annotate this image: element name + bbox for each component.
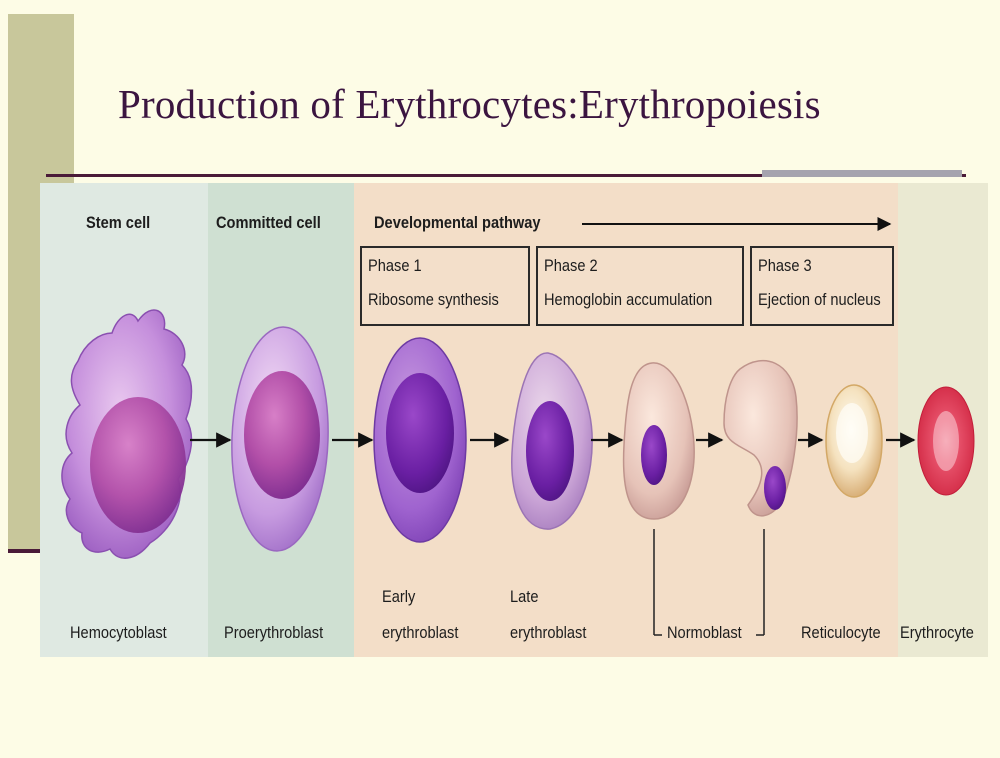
phase-3-box: Phase 3 Ejection of nucleus	[750, 246, 894, 326]
phase-3-name: Phase 3	[758, 256, 812, 276]
phase-1-box: Phase 1 Ribosome synthesis	[360, 246, 530, 326]
phase-1-description: Ribosome synthesis	[368, 290, 499, 310]
reticulocyte-label: Reticulocyte	[801, 623, 881, 643]
erythrocyte-label: Erythrocyte	[900, 623, 974, 643]
normoblast-label: Normoblast	[667, 623, 742, 643]
early-erythroblast-label-line2: erythroblast	[382, 623, 458, 643]
slide-title: Production of Erythrocytes:Erythropoiesi…	[118, 80, 821, 128]
phase-2-box: Phase 2 Hemoglobin accumulation	[536, 246, 744, 326]
phase-2-description: Hemoglobin accumulation	[544, 290, 712, 310]
phase-3-description: Ejection of nucleus	[758, 290, 881, 310]
erythropoiesis-diagram: Stem cell Committed cell Developmental p…	[40, 183, 988, 657]
committed-cell-header: Committed cell	[216, 213, 321, 233]
early-erythroblast-label-line1: Early	[382, 587, 415, 607]
phase-2-name: Phase 2	[544, 256, 598, 276]
proerythroblast-label: Proerythroblast	[224, 623, 323, 643]
early-erythroblast-cell	[374, 338, 466, 542]
stem-cell-header: Stem cell	[86, 213, 150, 233]
phase-1-name: Phase 1	[368, 256, 422, 276]
developmental-pathway-header: Developmental pathway	[374, 213, 541, 233]
title-underline-accent	[762, 170, 962, 177]
reticulocyte-cell	[826, 385, 882, 497]
late-erythroblast-label-line2: erythroblast	[510, 623, 586, 643]
hemocytoblast-label: Hemocytoblast	[70, 623, 167, 643]
erythrocyte-cell	[918, 387, 974, 495]
late-erythroblast-label-line1: Late	[510, 587, 538, 607]
